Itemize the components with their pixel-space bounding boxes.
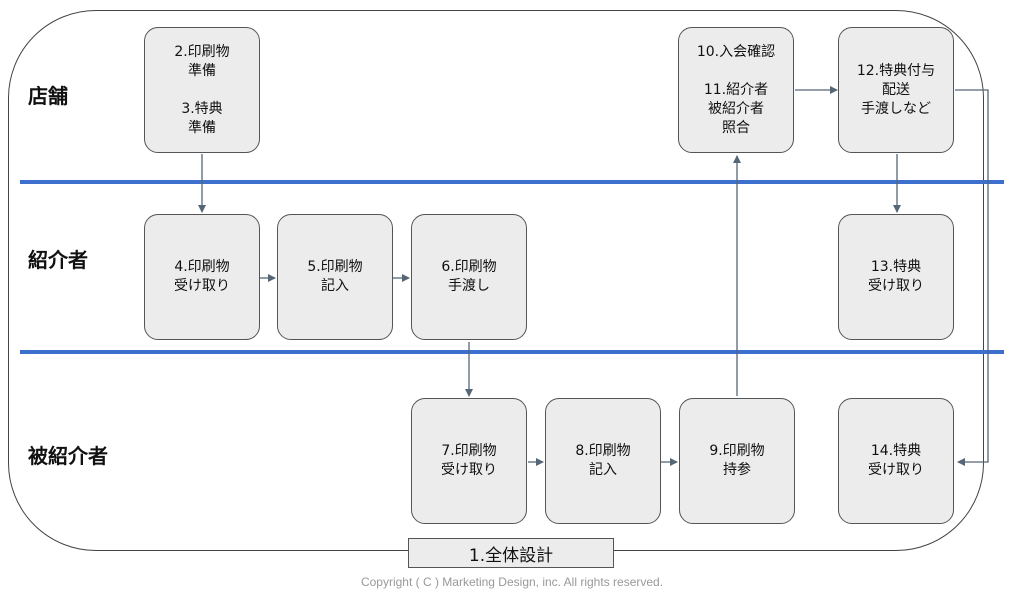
step-5-fill: 5.印刷物 記入 xyxy=(277,214,393,340)
step-14-label: 14.特典 受け取り xyxy=(868,443,924,478)
step-4-receive: 4.印刷物 受け取り xyxy=(144,214,260,340)
step-8-label: 8.印刷物 記入 xyxy=(575,443,631,478)
copyright-notice: Copyright ( C ) Marketing Design, inc. A… xyxy=(360,575,664,589)
step-7-label: 7.印刷物 受け取り xyxy=(441,443,497,478)
lane-label-store: 店舗 xyxy=(28,84,68,108)
step-12-label: 12.特典付与 配送 手渡しなど xyxy=(856,62,936,117)
step-12-grant: 12.特典付与 配送 手渡しなど xyxy=(838,27,954,153)
overall-design-label: 1.全体設計 xyxy=(408,538,614,568)
lane-divider-referrer-referred xyxy=(20,350,1004,354)
step-9-bring: 9.印刷物 持参 xyxy=(679,398,795,524)
step-10-11-label: 10.入会確認 11.紹介者 被紹介者 照合 xyxy=(696,43,776,136)
step-10-11-check: 10.入会確認 11.紹介者 被紹介者 照合 xyxy=(678,27,794,153)
step-7-receive: 7.印刷物 受け取り xyxy=(411,398,527,524)
step-13-label: 13.特典 受け取り xyxy=(868,259,924,294)
arrow-12-to-14 xyxy=(955,89,989,466)
step-2-3-store-prep: 2.印刷物 準備 3.特典 準備 xyxy=(144,27,260,153)
step-6-label: 6.印刷物 手渡し xyxy=(441,259,497,294)
step-8-fill: 8.印刷物 記入 xyxy=(545,398,661,524)
step-6-handover: 6.印刷物 手渡し xyxy=(411,214,527,340)
step-2-3-label: 2.印刷物 準備 3.特典 準備 xyxy=(174,43,230,136)
lane-label-referrer: 紹介者 xyxy=(28,248,88,272)
lane-divider-store-referrer xyxy=(20,180,1004,184)
step-5-label: 5.印刷物 記入 xyxy=(307,259,363,294)
lane-label-referred: 被紹介者 xyxy=(28,444,108,468)
step-14-receive-benefit: 14.特典 受け取り xyxy=(838,398,954,524)
step-9-label: 9.印刷物 持参 xyxy=(709,443,765,478)
step-4-label: 4.印刷物 受け取り xyxy=(174,259,230,294)
step-13-receive-benefit: 13.特典 受け取り xyxy=(838,214,954,340)
